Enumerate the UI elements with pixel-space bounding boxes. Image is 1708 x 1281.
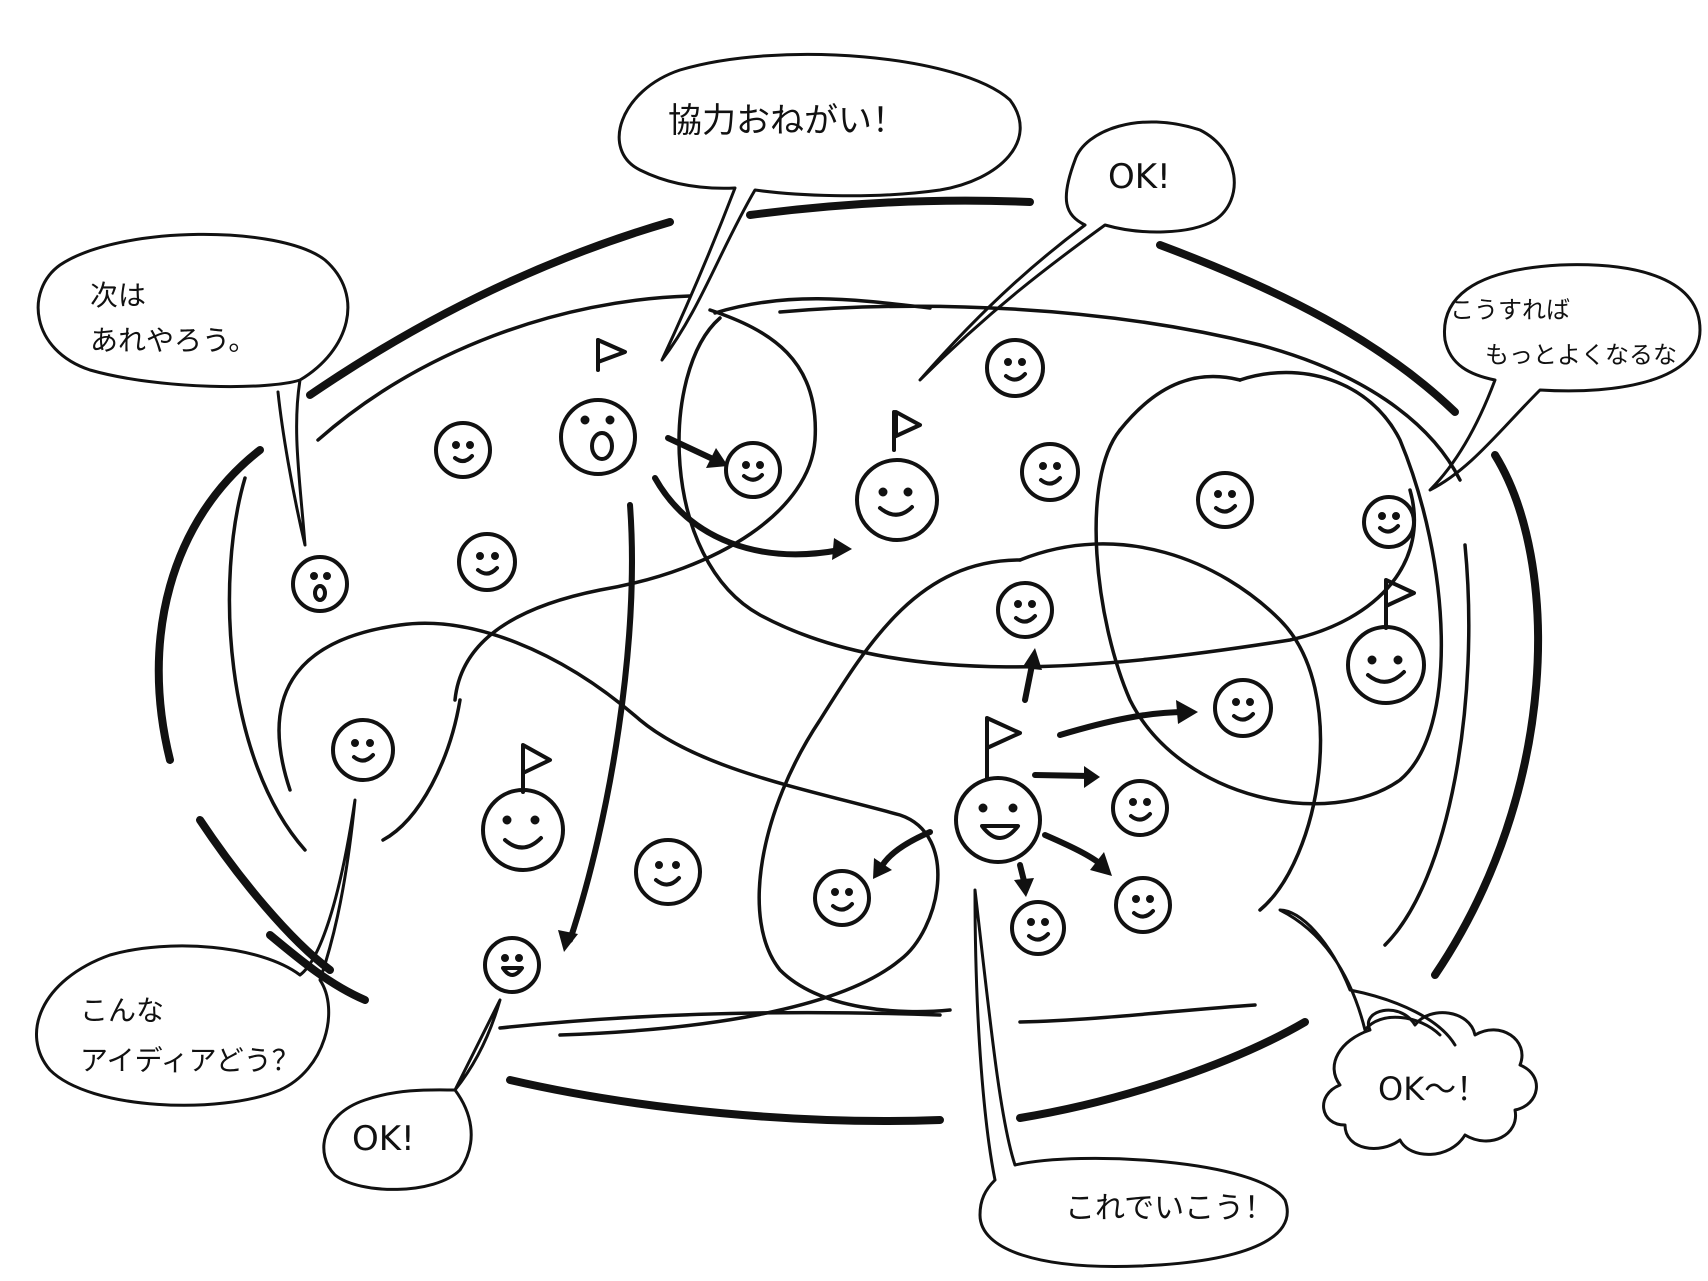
arrowheads (558, 448, 1198, 952)
bubble-bottom-left-line1: こんな (80, 994, 164, 1027)
member-face (1020, 442, 1080, 502)
flag-icon (1384, 578, 1416, 608)
figures (291, 338, 1426, 994)
member-face (1114, 876, 1172, 934)
leader-figure-bottom-right (954, 716, 1042, 864)
member-face (331, 718, 395, 782)
arrow-top-leader-down (567, 502, 635, 943)
arrow-leader-right-long (1057, 709, 1188, 738)
member-face (1196, 471, 1254, 529)
member-face (813, 869, 871, 927)
arrow-leader-down-left (877, 829, 933, 873)
arrow-top-leader-curve (652, 475, 843, 558)
member-face (434, 421, 492, 479)
bubble-topleft-line1: 次は (90, 279, 146, 312)
cloud-bubble-ok (1278, 908, 1538, 1156)
member-face (724, 441, 782, 499)
member-face (1010, 900, 1066, 956)
bubble-top-right-line1: OK! (1108, 157, 1171, 197)
member-face-laughing (483, 936, 541, 994)
leader-figure-center (855, 410, 939, 542)
speech-bubble-improvement (1428, 263, 1702, 492)
speech-bubble-request-help (617, 52, 1022, 362)
bubble-bottom-right-line1: OK〜！ (1378, 1070, 1488, 1108)
bubble-bottom-left-line2: アイディアどう？ (80, 1044, 300, 1077)
bubble-topleft-line2: あれやろう。 (90, 324, 256, 357)
leader-figure-right (1346, 578, 1426, 705)
inner-boundary (227, 294, 1471, 1030)
bubble-top-center-line1: 協力おねがい！ (668, 101, 906, 141)
bubble-texts: 次は あれやろう。 協力おねがい！ OK! こうすれば もっとよくなるな こんな… (80, 101, 1677, 1226)
group-loops (277, 297, 1443, 1037)
member-face (1111, 779, 1169, 837)
member-face (985, 338, 1045, 398)
bubble-bottom-small-line1: OK! (352, 1119, 415, 1159)
member-face (1362, 495, 1416, 549)
speech-bubble-go-with-this (973, 888, 1289, 1268)
member-face (996, 581, 1054, 639)
outer-boundary (154, 196, 1542, 1125)
speech-bubble-idea (35, 798, 357, 1107)
member-face (457, 532, 517, 592)
arrow-top-leader-right (665, 435, 718, 463)
flag-icon (985, 716, 1022, 750)
leader-figure-bottom-left (481, 743, 565, 872)
arrow-leader-right-short (1032, 772, 1093, 779)
leader-figure-top (559, 338, 637, 476)
flag-icon (894, 410, 922, 438)
bubble-right-line1: こうすれば (1450, 296, 1570, 324)
bubble-right-line2: もっとよくなるな (1485, 341, 1677, 369)
speech-bubble-next-plan (36, 232, 350, 547)
speech-bubble-ok-top (918, 120, 1236, 382)
member-face (1213, 678, 1273, 738)
member-face-surprised (291, 555, 349, 613)
speech-bubble-ok-bottom-left (322, 998, 502, 1191)
flag-icon (521, 743, 552, 775)
bubble-bottom-center-line1: これでいこう！ (1065, 1191, 1274, 1226)
member-face (634, 838, 702, 906)
flag-icon (596, 338, 627, 364)
